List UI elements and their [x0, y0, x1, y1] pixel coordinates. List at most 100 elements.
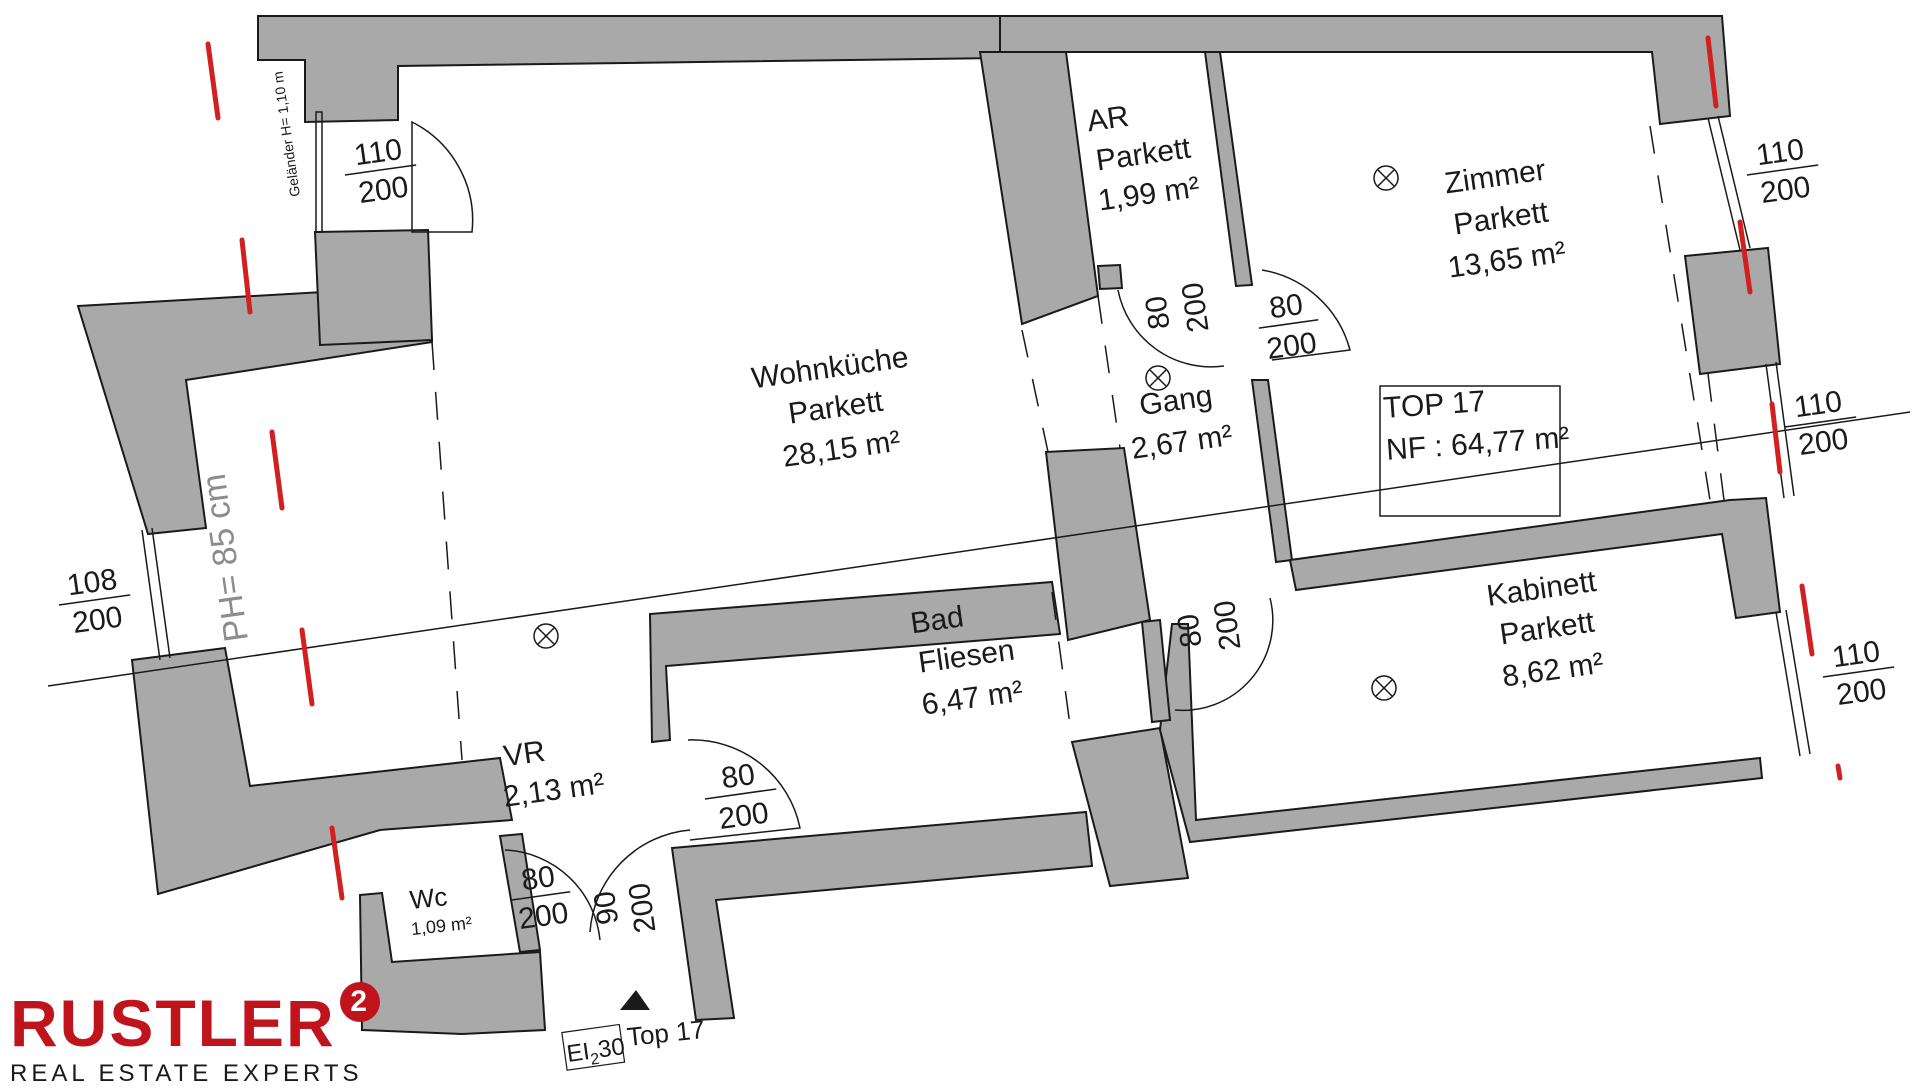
- svg-text:200: 200: [623, 881, 663, 935]
- svg-text:Parkett: Parkett: [786, 385, 885, 431]
- svg-text:200: 200: [1834, 672, 1888, 712]
- svg-text:200: 200: [1758, 170, 1812, 210]
- wall-kitchen-ar: [978, 51, 1100, 326]
- svg-text:8,62 m²: 8,62 m²: [1500, 647, 1605, 694]
- svg-text:200: 200: [717, 796, 771, 836]
- svg-text:200: 200: [1796, 422, 1850, 462]
- svg-text:80: 80: [1139, 294, 1176, 332]
- svg-text:108: 108: [65, 563, 119, 603]
- svg-text:Zimmer: Zimmer: [1442, 154, 1547, 201]
- svg-text:80: 80: [519, 860, 557, 897]
- window-openings: [141, 111, 1811, 757]
- svg-text:2,67 m²: 2,67 m²: [1129, 419, 1234, 466]
- svg-text:1,09 m²: 1,09 m²: [410, 913, 473, 939]
- wall-bad-right: [1070, 726, 1190, 888]
- wall-ar-bottom: [1096, 263, 1124, 291]
- ceiling-light-symbols: [533, 165, 1399, 701]
- walls: [76, 15, 1782, 1036]
- svg-text:200: 200: [516, 896, 570, 936]
- svg-text:90: 90: [588, 889, 625, 927]
- svg-text:AR: AR: [1085, 100, 1131, 138]
- opening-window-low-right: 110 200: [1822, 635, 1895, 712]
- wall-wc-right: [498, 832, 542, 954]
- svg-text:Wohnküche: Wohnküche: [750, 341, 911, 396]
- wall-bottom-left: [130, 646, 514, 896]
- door-swings: [411, 120, 1351, 941]
- svg-text:Bad: Bad: [908, 600, 965, 640]
- room-ar: AR Parkett 1,99 m²: [1085, 100, 1201, 218]
- svg-text:110: 110: [1792, 385, 1844, 424]
- opening-window-mid-right: 110 200: [1784, 385, 1857, 462]
- opening-door-ar: 80 200: [1139, 280, 1216, 334]
- wall-post-top-left: [313, 228, 434, 347]
- opening-door-zimmer: 80 200: [1258, 288, 1319, 366]
- svg-text:110: 110: [1754, 133, 1806, 172]
- svg-text:200: 200: [1176, 280, 1216, 334]
- svg-text:EI230: EI230: [565, 1033, 627, 1072]
- wall-gang-kabinett: [1140, 618, 1172, 724]
- svg-text:VR: VR: [501, 735, 547, 773]
- svg-text:13,65 m²: 13,65 m²: [1446, 236, 1568, 285]
- svg-text:200: 200: [1265, 326, 1319, 366]
- wall-post-right: [1683, 246, 1782, 376]
- dashed-room-lines: [431, 125, 1725, 761]
- wall-ar-zimmer: [1203, 51, 1254, 288]
- fire-rating-label: EI230: [561, 1023, 627, 1072]
- opening-door-entrance-height: 200: [623, 881, 663, 935]
- room-vr: VR 2,13 m²: [501, 735, 606, 814]
- opening-window-top-right: 110 200: [1746, 133, 1819, 210]
- svg-text:80: 80: [1171, 612, 1208, 650]
- svg-text:200: 200: [356, 170, 410, 210]
- svg-text:110: 110: [1830, 635, 1882, 674]
- opening-window-left: 108 200: [58, 563, 131, 640]
- room-wohnkueche: Wohnküche Parkett 28,15 m²: [750, 341, 911, 474]
- svg-text:80: 80: [1267, 288, 1305, 325]
- svg-text:1,99 m²: 1,99 m²: [1096, 171, 1201, 218]
- svg-text:TOP 17: TOP 17: [1382, 385, 1486, 425]
- parapet-note: PH= 85 cm: [195, 471, 256, 644]
- svg-text:Parkett: Parkett: [1452, 196, 1551, 242]
- railing-note: Geländer H= 1,10 m: [270, 70, 303, 197]
- opening-window-top-left: 110 200: [344, 133, 417, 210]
- window-markers: [205, 35, 1843, 901]
- wall-bad-bottom: [670, 810, 1094, 1022]
- svg-text:Parkett: Parkett: [1498, 606, 1597, 652]
- wall-kabinett-bottom: [1158, 623, 1764, 844]
- wall-wc: [358, 891, 547, 1036]
- wall-zimmer-gang: [1250, 379, 1294, 564]
- svg-text:6,47 m²: 6,47 m²: [920, 675, 1025, 722]
- opening-door-bad: 80 200: [704, 758, 777, 836]
- svg-text:110: 110: [352, 133, 404, 172]
- section-lines: [47, 411, 1911, 687]
- opening-door-entrance: 90: [588, 889, 625, 927]
- svg-text:80: 80: [719, 758, 757, 795]
- opening-door-wc: 80 200: [510, 860, 570, 936]
- svg-text:Kabinett: Kabinett: [1485, 565, 1599, 613]
- svg-text:NF : 64,77 m²: NF : 64,77 m²: [1385, 421, 1570, 467]
- wall-center: [1044, 446, 1152, 642]
- unit-box-text: TOP 17 NF : 64,77 m²: [1382, 385, 1570, 467]
- brand-mark: 2: [339, 982, 380, 1022]
- opening-door-kabinett: 80 200: [1171, 598, 1248, 652]
- svg-text:Wc: Wc: [408, 881, 448, 915]
- brand-tagline: REAL ESTATE EXPERTS: [10, 1060, 363, 1087]
- ceiling-light-icon: [1371, 675, 1397, 701]
- ceiling-light-icon: [1373, 165, 1399, 191]
- unit-box: [1379, 385, 1561, 517]
- wall-right-lower: [1288, 496, 1782, 620]
- room-wc: Wc 1,09 m²: [408, 881, 473, 939]
- room-kabinett: Kabinett Parkett 8,62 m²: [1485, 565, 1606, 694]
- svg-text:200: 200: [1208, 598, 1248, 652]
- svg-text:2,13 m²: 2,13 m²: [501, 767, 606, 814]
- ceiling-light-icon: [1145, 365, 1171, 391]
- wall-top-left: [257, 15, 1001, 124]
- wall-bad-top: [648, 580, 1062, 744]
- room-gang: Gang 2,67 m²: [1129, 379, 1234, 466]
- svg-text:Parkett: Parkett: [1094, 132, 1193, 178]
- room-zimmer: Zimmer Parkett 13,65 m²: [1442, 154, 1568, 285]
- ceiling-light-icon: [533, 623, 559, 649]
- svg-text:28,15 m²: 28,15 m²: [780, 425, 902, 474]
